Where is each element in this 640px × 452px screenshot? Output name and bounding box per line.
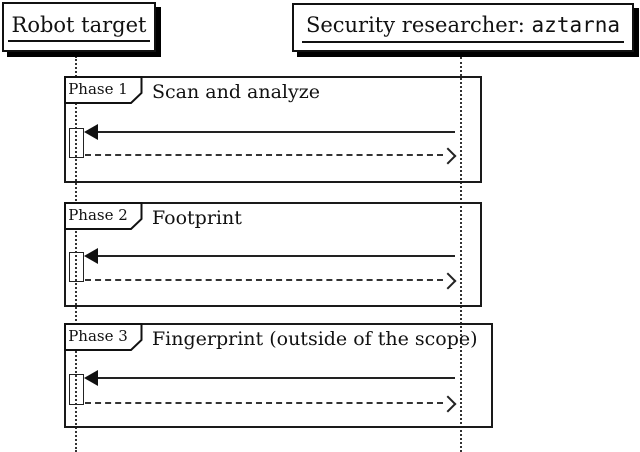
participant-security-researcher-label: Security researcher: aztarna (301, 12, 625, 43)
message-request-line-phase-2 (97, 255, 455, 257)
frame-phase-3-label: Phase 3 (68, 327, 128, 345)
participant-security-researcher-prefix: Security researcher: (305, 13, 532, 38)
message-request-line-phase-3 (97, 377, 455, 379)
frame-phase-3: Phase 3 Fingerprint (outside of the scop… (64, 323, 493, 428)
activation-bar-phase-1 (69, 128, 84, 158)
frame-pentagon-icon (64, 323, 143, 351)
participant-robot-target-label: Robot target (7, 12, 151, 43)
participant-security-researcher: Security researcher: aztarna (292, 3, 634, 52)
arrowhead-left-icon (84, 370, 98, 386)
frame-phase-2-label: Phase 2 (68, 206, 128, 224)
frame-pentagon-icon (64, 76, 143, 104)
lifeline-security-researcher (460, 57, 462, 452)
message-return-line-phase-3 (85, 402, 443, 404)
arrowhead-left-icon (84, 124, 98, 140)
frame-phase-1: Phase 1 Scan and analyze (64, 76, 482, 183)
frame-phase-1-label: Phase 1 (68, 80, 128, 98)
arrowhead-left-icon (84, 248, 98, 264)
frame-phase-1-label-box: Phase 1 (64, 76, 143, 104)
frame-phase-3-title: Fingerprint (outside of the scope) (152, 327, 478, 350)
frame-phase-1-title: Scan and analyze (152, 80, 320, 103)
frame-phase-2-label-box: Phase 2 (64, 202, 143, 230)
frame-phase-3-label-box: Phase 3 (64, 323, 143, 351)
message-return-line-phase-1 (85, 154, 443, 156)
lifeline-robot-target (75, 56, 77, 452)
participant-robot-target: Robot target (2, 2, 156, 52)
activation-bar-phase-3 (69, 374, 84, 405)
frame-phase-2: Phase 2 Footprint (64, 202, 482, 307)
activation-bar-phase-2 (69, 252, 84, 282)
participant-security-researcher-tool-name: aztarna (531, 13, 621, 38)
frame-pentagon-icon (64, 202, 143, 230)
frame-phase-2-title: Footprint (152, 206, 242, 229)
message-return-line-phase-2 (85, 279, 443, 281)
message-request-line-phase-1 (97, 131, 455, 133)
